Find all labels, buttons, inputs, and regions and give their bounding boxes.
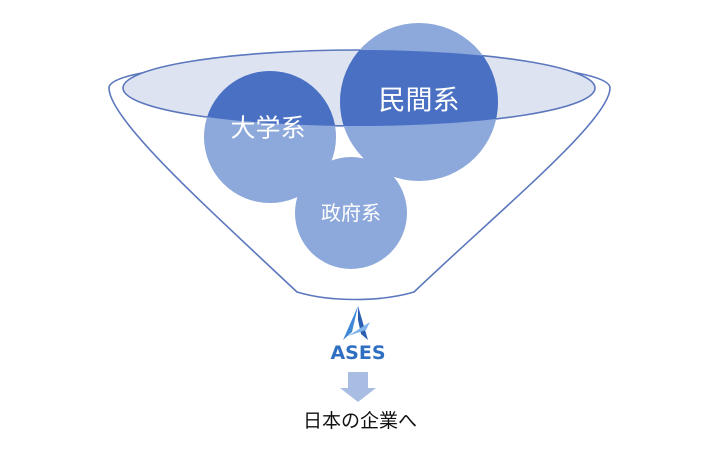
target-label: 日本の企業へ — [303, 410, 417, 432]
circle-seifu — [295, 157, 407, 269]
label-seifu: 政府系 — [321, 201, 381, 225]
label-minkan: 民間系 — [379, 86, 460, 117]
circle-minkan-upper — [340, 50, 498, 126]
ases-logo-icon — [343, 306, 370, 340]
down-arrow-icon — [340, 372, 376, 402]
label-daigaku: 大学系 — [230, 114, 305, 143]
rim-overlap-group — [204, 50, 498, 126]
brand-name: ASES — [330, 342, 385, 364]
circle-daigaku-upper — [204, 71, 336, 126]
